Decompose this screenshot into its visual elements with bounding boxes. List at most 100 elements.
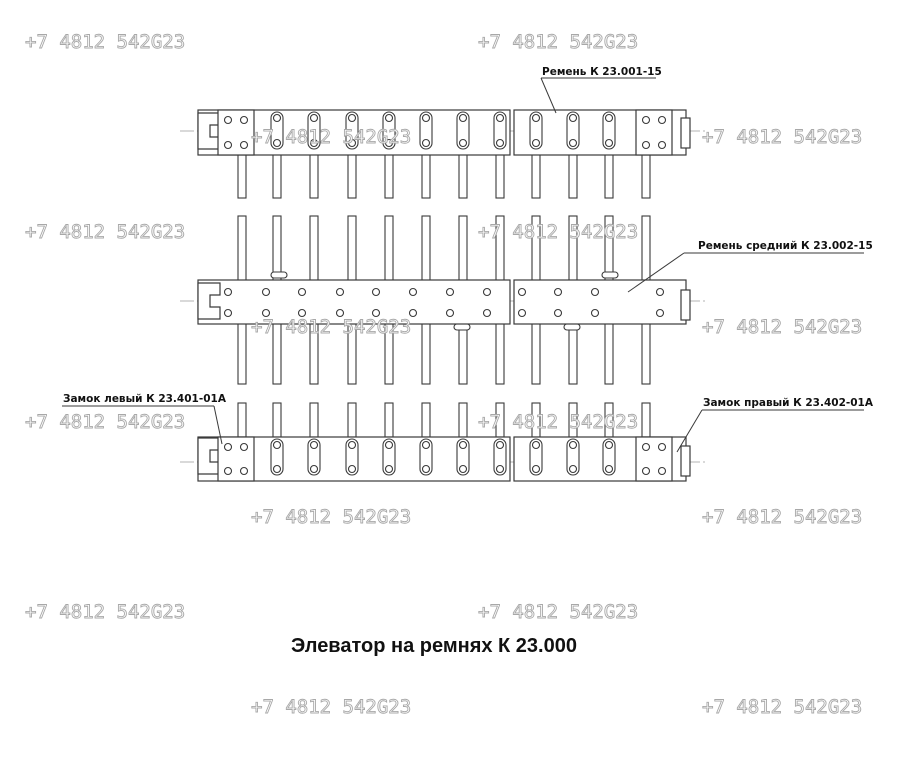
hole	[517, 308, 527, 318]
hole	[223, 115, 233, 125]
clamp	[602, 438, 616, 476]
hole	[553, 308, 563, 318]
rod	[421, 402, 431, 438]
rod	[568, 151, 578, 199]
hole	[335, 287, 345, 297]
clamp	[345, 111, 359, 150]
hole	[604, 440, 614, 450]
hole	[309, 138, 319, 148]
hole	[384, 464, 394, 474]
hole	[272, 113, 282, 123]
hole	[261, 308, 271, 318]
clamp	[270, 111, 284, 150]
rod	[309, 151, 319, 199]
bushing	[270, 271, 288, 279]
hole	[223, 140, 233, 150]
rod	[604, 151, 614, 199]
clamp	[456, 111, 470, 150]
clamp	[270, 438, 284, 476]
hole	[495, 113, 505, 123]
rod	[237, 151, 247, 199]
hole	[641, 442, 651, 452]
hole	[604, 138, 614, 148]
hole	[347, 113, 357, 123]
callout-lock-left: Замок левый К 23.401-01А	[62, 393, 227, 445]
watermark-phone: +7 4812 542G23	[478, 221, 638, 243]
lock-left-plate	[217, 436, 255, 482]
lock-plate	[635, 109, 673, 156]
end-tab	[680, 289, 691, 321]
clamp	[307, 111, 321, 150]
hole	[641, 140, 651, 150]
hole	[641, 115, 651, 125]
watermark-phone: +7 4812 542G23	[702, 506, 862, 528]
hole	[655, 287, 665, 297]
hole	[261, 287, 271, 297]
rod	[309, 402, 319, 438]
hole	[482, 308, 492, 318]
rod	[641, 402, 651, 438]
rod	[272, 402, 282, 438]
watermark-phone: +7 4812 542G23	[251, 126, 411, 148]
belt-segment	[197, 279, 511, 325]
end-tab	[680, 117, 691, 149]
clamp	[307, 438, 321, 476]
rod	[384, 402, 394, 438]
hole	[408, 308, 418, 318]
end-tab	[680, 445, 691, 477]
rod	[237, 321, 247, 385]
hole	[384, 113, 394, 123]
hole	[657, 442, 667, 452]
hole	[347, 440, 357, 450]
hole	[239, 115, 249, 125]
rod	[531, 151, 541, 199]
label-lock-right: Замок правый К 23.402-01А	[703, 397, 874, 409]
rod	[237, 215, 247, 283]
rod	[531, 321, 541, 385]
watermark-phone: +7 4812 542G23	[702, 316, 862, 338]
rods	[237, 151, 651, 438]
hole	[590, 287, 600, 297]
hole	[531, 113, 541, 123]
rod	[568, 321, 578, 385]
lock-plate	[217, 109, 255, 156]
callout-belt: Ремень К 23.001-15	[540, 66, 662, 114]
clamp	[419, 438, 433, 476]
hole	[347, 138, 357, 148]
hole	[297, 308, 307, 318]
watermark-phone: +7 4812 542G23	[25, 601, 185, 623]
rod	[272, 151, 282, 199]
bushing	[601, 271, 619, 279]
hole	[421, 138, 431, 148]
locks	[197, 109, 691, 482]
rod	[384, 151, 394, 199]
hole	[458, 138, 468, 148]
rod	[641, 151, 651, 199]
watermark-phone: +7 4812 542G23	[702, 696, 862, 718]
hole	[641, 466, 651, 476]
watermark-phone: +7 4812 542G23	[251, 506, 411, 528]
watermark-layer: +7 4812 542G23 +7 4812 542G23 +7 4812 542G…	[25, 31, 863, 719]
callout-belt-middle: Ремень средний К 23.002-15	[627, 240, 873, 293]
hole	[517, 287, 527, 297]
rod	[641, 321, 651, 385]
clamp	[456, 438, 470, 476]
hole	[531, 464, 541, 474]
hole	[223, 466, 233, 476]
rod	[309, 215, 319, 283]
bushing	[563, 323, 581, 331]
clamp	[493, 111, 507, 150]
hole	[309, 464, 319, 474]
belt-segment	[513, 279, 687, 325]
hole	[568, 113, 578, 123]
rod	[604, 321, 614, 385]
hole	[421, 113, 431, 123]
rod	[458, 402, 468, 438]
drawing-title: Элеватор на ремнях К 23.000	[291, 635, 577, 657]
label-belt-middle: Ремень средний К 23.002-15	[698, 240, 873, 252]
hole	[590, 308, 600, 318]
hole	[568, 440, 578, 450]
hole	[421, 464, 431, 474]
hole	[553, 287, 563, 297]
